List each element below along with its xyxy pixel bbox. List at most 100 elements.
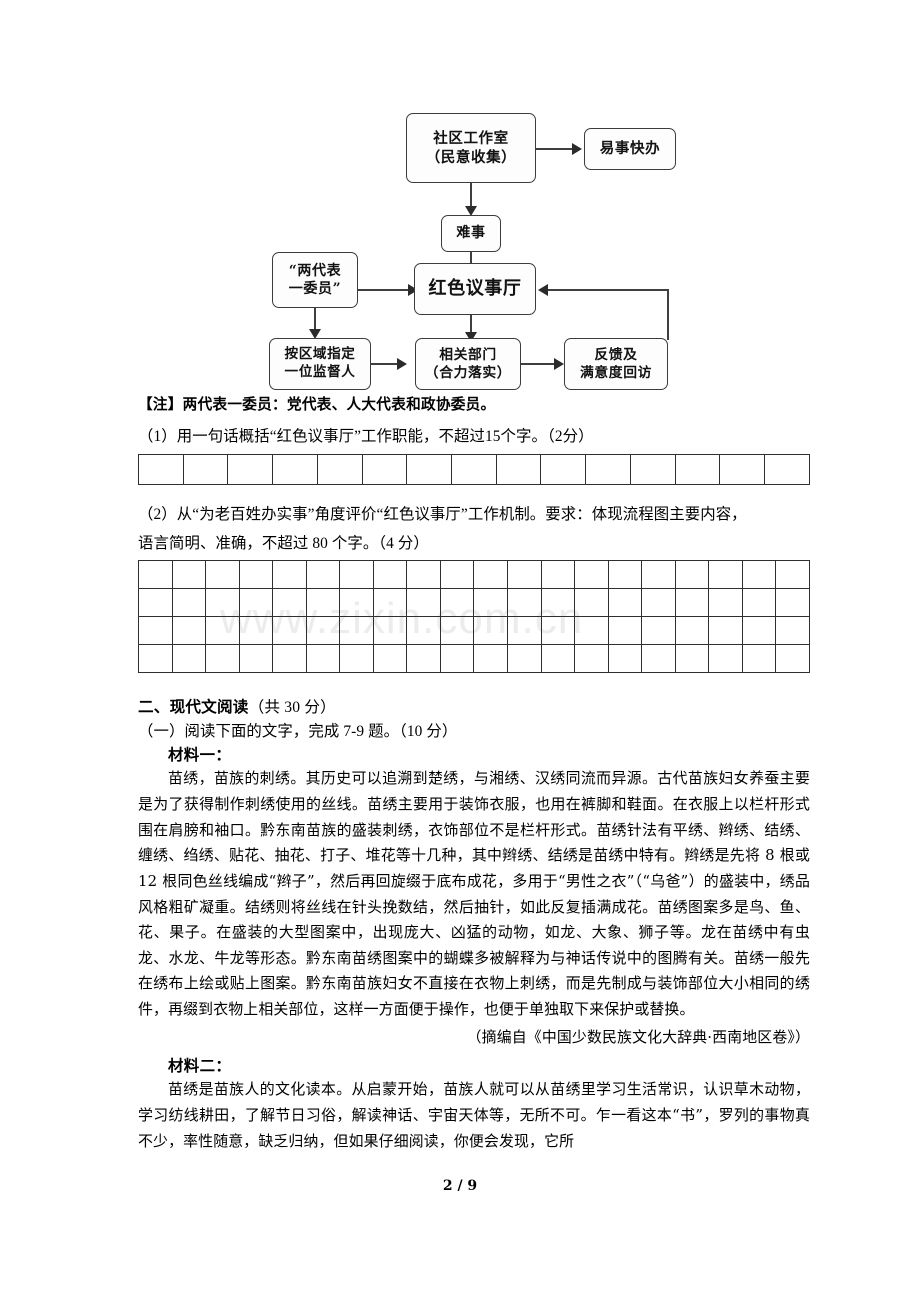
question-2-answer-grid[interactable] — [138, 560, 810, 674]
answer-grid-cell[interactable] — [708, 560, 743, 590]
answer-grid-cell[interactable] — [641, 644, 676, 674]
answer-grid-cell[interactable] — [138, 588, 173, 618]
answer-grid-cell[interactable] — [361, 453, 408, 485]
answer-grid-cell[interactable] — [507, 588, 542, 618]
answer-grid-cell[interactable] — [205, 644, 240, 674]
answer-grid-cell[interactable] — [708, 616, 743, 646]
answer-grid-cell[interactable] — [574, 616, 609, 646]
answer-grid-cell[interactable] — [439, 560, 475, 590]
answer-grid-cell[interactable] — [473, 616, 509, 646]
answer-grid-cell[interactable] — [495, 453, 542, 485]
answer-grid-cell[interactable] — [540, 453, 587, 485]
answer-grid-cell[interactable] — [406, 616, 441, 646]
answer-grid-cell[interactable] — [641, 588, 676, 618]
answer-grid-cell[interactable] — [574, 560, 609, 590]
answer-grid-cell[interactable] — [238, 644, 274, 674]
answer-grid-cell[interactable] — [406, 560, 441, 590]
answer-grid-cell[interactable] — [171, 644, 207, 674]
answer-grid-cell[interactable] — [607, 560, 643, 590]
answer-grid-cell[interactable] — [540, 560, 576, 590]
answer-grid-cell[interactable] — [741, 588, 777, 618]
answer-grid-cell[interactable] — [574, 588, 609, 618]
answer-grid-cell[interactable] — [719, 453, 766, 485]
answer-grid-cell[interactable] — [272, 616, 307, 646]
answer-grid-cell[interactable] — [574, 644, 609, 674]
answer-grid-cell[interactable] — [741, 560, 777, 590]
answer-grid-cell[interactable] — [171, 560, 207, 590]
page-content: 社区工作室 （民意收集） 易事快办 难事 “两代表 一委员” 红色议事厅 — [138, 100, 810, 1154]
answer-grid-cell[interactable] — [205, 588, 240, 618]
answer-grid-cell[interactable] — [406, 588, 441, 618]
answer-grid-cell[interactable] — [238, 560, 274, 590]
answer-grid-cell[interactable] — [372, 644, 408, 674]
answer-grid-cell[interactable] — [272, 588, 307, 618]
answer-grid-cell[interactable] — [741, 616, 777, 646]
answer-grid-cell[interactable] — [540, 588, 576, 618]
answer-grid-cell[interactable] — [227, 453, 274, 485]
answer-grid-cell[interactable] — [473, 644, 509, 674]
answer-grid-cell[interactable] — [540, 644, 576, 674]
answer-grid-cell[interactable] — [764, 453, 810, 485]
answer-grid-cell[interactable] — [305, 616, 341, 646]
flow-node-hard-matters-label: 难事 — [456, 225, 486, 242]
answer-grid-cell[interactable] — [372, 616, 408, 646]
answer-grid-cell[interactable] — [674, 644, 710, 674]
answer-grid-cell[interactable] — [305, 588, 341, 618]
answer-grid-cell[interactable] — [607, 616, 643, 646]
answer-grid-cell[interactable] — [138, 560, 173, 590]
answer-grid-cell[interactable] — [585, 453, 631, 485]
question-2-grid-wrap: www.zixin.com.cn — [138, 560, 810, 674]
answer-grid-cell[interactable] — [641, 616, 676, 646]
answer-grid-cell[interactable] — [138, 616, 173, 646]
answer-grid-cell[interactable] — [138, 644, 173, 674]
answer-grid-cell[interactable] — [305, 560, 341, 590]
answer-grid-cell[interactable] — [775, 644, 810, 674]
answer-grid-cell[interactable] — [439, 616, 475, 646]
answer-grid-cell[interactable] — [272, 560, 307, 590]
answer-grid-cell[interactable] — [272, 453, 318, 485]
answer-grid-cell[interactable] — [607, 644, 643, 674]
answer-grid-cell[interactable] — [708, 588, 743, 618]
answer-grid-cell[interactable] — [339, 644, 374, 674]
answer-grid-cell[interactable] — [439, 644, 475, 674]
answer-grid-cell[interactable] — [406, 644, 441, 674]
answer-grid-cell[interactable] — [708, 644, 743, 674]
answer-grid-cell[interactable] — [741, 644, 777, 674]
answer-grid-cell[interactable] — [507, 560, 542, 590]
answer-grid-cell[interactable] — [238, 588, 274, 618]
answer-grid-cell[interactable] — [316, 453, 363, 485]
answer-grid-cell[interactable] — [674, 560, 710, 590]
answer-grid-cell[interactable] — [629, 453, 676, 485]
answer-grid-cell[interactable] — [674, 588, 710, 618]
answer-grid-cell[interactable] — [372, 588, 408, 618]
answer-grid-cell[interactable] — [339, 588, 374, 618]
answer-grid-cell[interactable] — [473, 560, 509, 590]
question-1-answer-grid[interactable] — [138, 453, 810, 485]
answer-grid-cell[interactable] — [540, 616, 576, 646]
answer-grid-cell[interactable] — [473, 588, 509, 618]
answer-grid-cell[interactable] — [451, 453, 497, 485]
answer-grid-cell[interactable] — [238, 616, 274, 646]
answer-grid-cell[interactable] — [607, 588, 643, 618]
answer-grid-cell[interactable] — [775, 588, 810, 618]
answer-grid-cell[interactable] — [775, 616, 810, 646]
answer-grid-cell[interactable] — [305, 644, 341, 674]
answer-grid-cell[interactable] — [641, 560, 676, 590]
answer-grid-cell[interactable] — [171, 588, 207, 618]
answer-grid-cell[interactable] — [439, 588, 475, 618]
answer-grid-cell[interactable] — [372, 560, 408, 590]
answer-grid-cell[interactable] — [205, 616, 240, 646]
answer-grid-cell[interactable] — [339, 560, 374, 590]
answer-grid-cell[interactable] — [507, 616, 542, 646]
answer-grid-cell[interactable] — [138, 453, 184, 485]
answer-grid-cell[interactable] — [171, 616, 207, 646]
answer-grid-cell[interactable] — [674, 453, 721, 485]
answer-grid-cell[interactable] — [406, 453, 453, 485]
answer-grid-cell[interactable] — [339, 616, 374, 646]
answer-grid-cell[interactable] — [272, 644, 307, 674]
answer-grid-cell[interactable] — [674, 616, 710, 646]
answer-grid-cell[interactable] — [775, 560, 810, 590]
answer-grid-cell[interactable] — [205, 560, 240, 590]
answer-grid-cell[interactable] — [507, 644, 542, 674]
answer-grid-cell[interactable] — [182, 453, 229, 485]
